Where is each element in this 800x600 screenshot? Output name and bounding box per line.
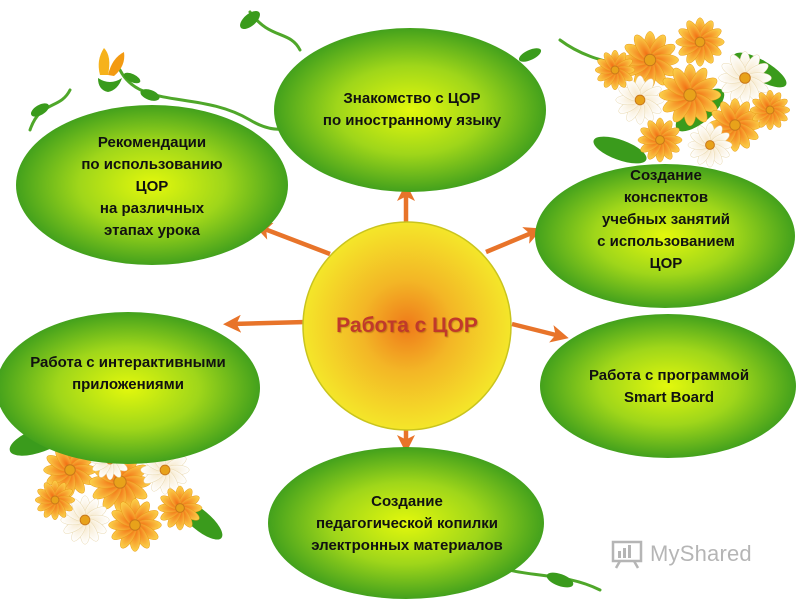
daisy-flower-icon xyxy=(34,479,76,521)
daisy-flower-icon xyxy=(675,17,725,67)
arrow-to-top-left xyxy=(253,222,331,257)
center-node-label: Работа с ЦОР xyxy=(336,314,478,337)
arrow-to-top-right xyxy=(485,227,543,255)
watermark-text: MyShared xyxy=(650,541,752,566)
rose-bud-icon xyxy=(98,48,141,92)
node-bottom-bubble xyxy=(268,447,544,599)
daisy-flower-icon xyxy=(718,51,772,105)
node-top-right-bubble xyxy=(535,164,795,308)
node-mid-right-bubble xyxy=(540,314,796,458)
presentation-board-icon xyxy=(611,540,643,569)
node-top-left-bubble xyxy=(16,105,288,265)
center-node xyxy=(302,221,512,431)
node-top-bubble xyxy=(274,28,546,192)
daisy-flower-icon xyxy=(594,49,636,91)
daisy-flower-icon xyxy=(708,98,762,152)
daisy-flower-icon xyxy=(157,485,203,531)
arrow-to-mid-right xyxy=(511,321,569,343)
connector-arrows xyxy=(223,183,569,453)
daisy-flower-icon xyxy=(108,498,162,552)
daisy-flower-icon xyxy=(88,450,152,514)
daisy-flower-icon xyxy=(749,89,791,131)
daisy-flower-icon xyxy=(615,75,665,125)
daisy-flower-icon xyxy=(687,122,733,168)
daisy-flower-icon xyxy=(637,117,683,163)
node-mid-left-bubble xyxy=(0,312,260,464)
watermark: MyShared xyxy=(610,536,752,572)
arrow-to-mid-left xyxy=(223,314,307,333)
daisy-flower-icon xyxy=(658,63,722,127)
daisy-flower-icon xyxy=(594,17,791,168)
